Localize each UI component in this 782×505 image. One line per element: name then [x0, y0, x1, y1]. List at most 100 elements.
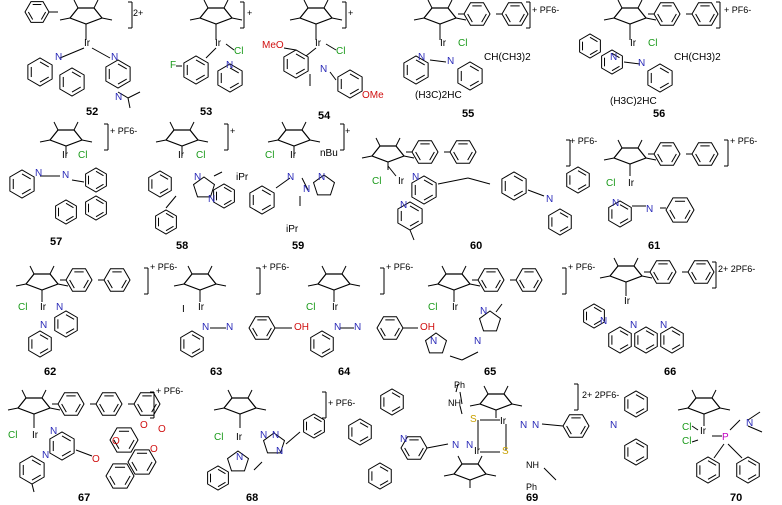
phenyl-ring: [691, 2, 719, 26]
methyl-bond: [127, 97, 131, 109]
double-bond: [635, 456, 645, 462]
nitrogen-atom: N: [646, 204, 654, 215]
adamantyl-cage: [665, 197, 695, 223]
methyl-bond: [617, 0, 623, 9]
tolyl-ring: [348, 418, 372, 446]
methyl-bond: [53, 121, 59, 131]
double-bond: [107, 279, 113, 289]
phenyl-ring: [696, 456, 720, 484]
methyl-bond: [321, 265, 327, 275]
cp-star-ring: [165, 129, 199, 147]
isopropyl-group: iPr: [236, 172, 249, 183]
compound-number-55: 55: [462, 108, 475, 120]
phenyl-ring: [103, 268, 131, 292]
double-bond: [695, 153, 701, 163]
nitrogen-atom: N: [630, 320, 638, 331]
imidazole-ring: [312, 174, 336, 196]
coordination-bond: [59, 47, 85, 59]
nitrogen-atom: N: [480, 306, 488, 317]
charge-label-57: + PF6-: [110, 126, 138, 136]
double-bond: [83, 279, 89, 289]
iridium-atom-67: Ir: [32, 430, 39, 441]
double-bond: [580, 425, 586, 435]
compound-number-68: 68: [246, 492, 259, 504]
phenyl-ring: [57, 392, 85, 416]
double-bond: [423, 179, 433, 186]
double-bond: [709, 13, 715, 23]
double-bond: [137, 403, 143, 413]
isopropyl-group: CH(CH3)2: [484, 52, 531, 63]
double-bond: [159, 174, 169, 180]
nitrogen-atom: N: [400, 434, 408, 445]
phenyl-ring: [649, 260, 677, 284]
compound-number-57: 57: [50, 236, 63, 248]
double-bond: [31, 474, 41, 481]
iridium-atom-57: Ir: [62, 150, 69, 161]
phenyl-ring: [501, 2, 529, 26]
iridium-atom-55: Ir: [440, 38, 447, 49]
phenyl-ring: [501, 171, 527, 201]
double-bond: [659, 82, 669, 89]
double-bond: [513, 175, 523, 182]
double-bond: [695, 13, 701, 23]
double-bond: [117, 78, 127, 85]
nitrogen-atom: N: [660, 320, 668, 331]
cp-star-ring: [371, 145, 405, 163]
nitrogen-atom: N: [272, 430, 280, 441]
methyl-bond: [267, 139, 279, 143]
cp-star-ring: [613, 7, 647, 25]
double-bond: [709, 153, 715, 163]
nitrogen-atom: N: [354, 322, 362, 333]
methyl-bond: [617, 139, 623, 149]
double-bond: [467, 13, 473, 23]
iridium-atom-52: Ir: [84, 38, 91, 49]
compound-number-70: 70: [730, 492, 743, 504]
quinoline-ring: [579, 33, 601, 59]
methyl-bond: [637, 139, 643, 149]
double-bond: [39, 76, 49, 83]
double-bond: [707, 474, 717, 480]
imidazole-ring: [226, 450, 250, 472]
ir-cl-bond: [691, 425, 699, 431]
methyl-bond: [633, 257, 639, 267]
cyclohexane-ring: [127, 449, 157, 475]
double-bond: [593, 306, 602, 313]
chlorine-atom: Cl: [336, 46, 346, 57]
double-bond: [349, 88, 359, 95]
double-bond: [409, 220, 419, 227]
methyl-bond: [323, 0, 329, 9]
phosphorus-atom: P: [722, 432, 729, 443]
double-bond: [191, 334, 201, 340]
imine-bond: [329, 71, 337, 81]
methyl-bond: [503, 385, 509, 395]
isopropyl-group: (H3C)2HC: [610, 96, 657, 107]
pyridine-ring: [9, 169, 35, 199]
iodine-atom: I: [182, 304, 185, 315]
pyridine-ring: [28, 330, 52, 358]
benzimidazole-ring: [213, 183, 235, 209]
methyl-bond: [395, 137, 401, 147]
c-c-bond: [71, 179, 85, 183]
nitrogen-atom: N: [260, 430, 268, 441]
nitrogen-atom: N: [287, 172, 295, 183]
double-bond: [533, 279, 539, 289]
phenyl-ring: [457, 61, 483, 91]
hydroxyl-group: OH: [294, 322, 309, 333]
double-bond: [513, 190, 523, 197]
charge-label-53: +: [247, 8, 253, 18]
double-bond: [635, 394, 645, 400]
methyl-bond: [127, 91, 141, 99]
cp-star-ring: [277, 129, 311, 147]
nitrogen-atom: N: [610, 52, 618, 63]
methyl-bond: [289, 17, 301, 21]
double-bond: [261, 204, 271, 211]
methyl-bond: [455, 17, 467, 21]
methyl-bond: [247, 389, 253, 399]
nitrogen-atom: N: [610, 420, 618, 431]
tolyl-ring: [566, 166, 590, 194]
methyl-bond: [31, 483, 35, 493]
double-bond: [113, 403, 119, 413]
phenyl-ring: [55, 199, 77, 225]
double-bond: [165, 212, 174, 219]
